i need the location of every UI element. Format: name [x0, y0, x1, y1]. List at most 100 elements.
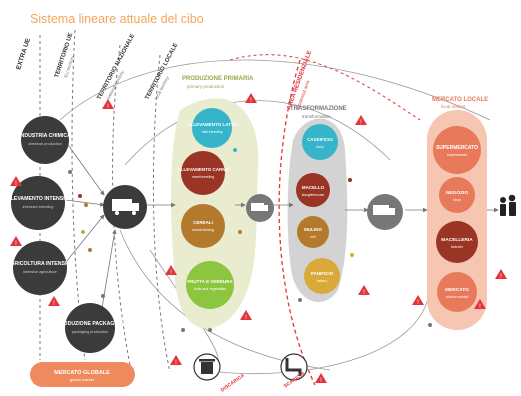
transformation-node-label: MACELLO — [302, 185, 325, 190]
source-node-livestock — [11, 176, 65, 230]
global-market-pill — [30, 362, 135, 387]
transformation-title-en: transformation — [302, 114, 331, 119]
transformation-node-label-en: bakery — [317, 279, 328, 283]
zone-line-ue — [71, 29, 86, 361]
source-label-en: intensive agriculture — [23, 270, 57, 274]
trash-bin-icon — [193, 353, 221, 381]
primary-node-fruit-veg — [186, 261, 234, 309]
warning-icon: ! — [412, 295, 424, 306]
transformation-node-bakery — [304, 258, 340, 294]
transformation-node-label: PANIFICIO — [311, 271, 334, 276]
source-node-chemical — [21, 116, 69, 164]
transformation-node-slaughterhouse — [296, 173, 330, 207]
zone-label-extra-ue: EXTRA UE — [15, 37, 32, 71]
primary-node-label-en: meat breeding — [192, 175, 214, 179]
warning-icon: ! — [165, 265, 177, 276]
svg-text:!: ! — [417, 300, 419, 306]
source-label: AGRICOLTURA INTENSIVA — [7, 261, 74, 267]
svg-text:!: ! — [15, 181, 17, 187]
primary-title-en: primary production — [187, 84, 225, 89]
transformation-title: TRASFORMAZIONE — [290, 106, 347, 112]
truck-icon — [373, 205, 389, 215]
market-node-butcher — [436, 221, 478, 263]
transformation-node-label-en: dairy — [316, 145, 324, 149]
flow-arc-red — [229, 54, 421, 121]
market-node-outdoor — [437, 272, 477, 312]
transformation-node-label-en: mill — [310, 235, 315, 239]
primary-node-label-en: fruits and vegetables — [194, 287, 227, 291]
flow-arrow — [65, 199, 105, 207]
primary-node-meat — [181, 151, 225, 195]
local-market-title: MERCATO LOCALE — [432, 97, 488, 103]
primary-title: PRODUZIONE PRIMARIA — [182, 76, 254, 82]
local-market-title-en: local market — [441, 104, 466, 109]
source-label: PRODUZIONE PACKAGING — [56, 321, 123, 327]
svg-text:!: ! — [479, 304, 481, 310]
primary-node-cereals — [181, 204, 225, 248]
source-node-packaging — [65, 303, 115, 353]
market-node-label-en: outdoor market — [446, 295, 469, 299]
source-label-en: intensive breeding — [23, 205, 54, 209]
svg-text:!: ! — [53, 301, 55, 307]
warning-icon: ! — [10, 236, 22, 247]
flow-arc — [59, 59, 491, 121]
warning-icon: ! — [170, 355, 182, 366]
truck-icon — [251, 203, 264, 211]
global-market-label-en: global market — [70, 377, 95, 382]
warning-icon: ! — [474, 299, 486, 310]
primary-node-label: CEREALI — [193, 220, 213, 225]
transformation-node-mill — [297, 216, 329, 248]
svg-text:!: ! — [320, 378, 322, 384]
diagram-title: Sistema lineare attuale del cibo — [30, 12, 204, 26]
global-market-label: MERCATO GLOBALE — [54, 370, 110, 376]
zone-line-local — [152, 54, 171, 373]
consumers-icon — [500, 194, 516, 216]
warning-icon: ! — [240, 310, 252, 321]
svg-text:!: ! — [360, 120, 362, 126]
landfill-label: DISCARICA — [220, 373, 247, 394]
transformation-node-label: CASEIFICIO — [307, 137, 333, 142]
market-node-supermarket — [433, 126, 481, 174]
truck-icon — [112, 199, 132, 211]
warning-icon: ! — [315, 373, 327, 384]
source-label: INDUSTRIA CHIMICA — [19, 133, 71, 139]
primary-node-label: FRUTTA E VERDURA — [187, 279, 233, 284]
warning-icon: ! — [355, 115, 367, 126]
warning-icon: ! — [245, 93, 257, 104]
warning-icon: ! — [495, 269, 507, 280]
warning-icon: ! — [10, 176, 22, 187]
flow-arrow — [65, 214, 105, 263]
market-node-label: NEGOZIO — [446, 190, 468, 196]
transformation-node-label-en: slaughterhouse — [302, 193, 325, 197]
market-node-label-en: butcher — [451, 245, 464, 249]
svg-text:!: ! — [15, 241, 17, 247]
svg-text:!: ! — [245, 315, 247, 321]
truck-cab-icon — [132, 203, 139, 211]
product-pictograms — [68, 148, 432, 332]
primary-node-milk — [192, 108, 232, 148]
transformation-band — [287, 118, 348, 302]
market-node-label-en: shop — [453, 198, 461, 202]
market-node-label: MERCATO — [445, 287, 469, 293]
source-label-en: chemical production — [28, 142, 62, 146]
market-node-shop — [439, 177, 475, 213]
source-label-en: packaging production — [72, 330, 108, 334]
warning-icon: ! — [358, 285, 370, 296]
pipe-icon — [280, 353, 308, 381]
svg-text:!: ! — [250, 98, 252, 104]
source-node-agriculture — [13, 241, 67, 295]
flow-arrow — [65, 141, 105, 196]
flow-arc — [219, 289, 431, 375]
svg-text:!: ! — [170, 270, 172, 276]
primary-node-label: ALLEVAMENTO CARNE — [177, 167, 228, 172]
market-node-label-en: supermarket — [447, 153, 467, 157]
primary-node-label-en: cereal farming — [192, 228, 214, 232]
svg-text:!: ! — [175, 360, 177, 366]
transformation-node-label: MULINO — [304, 227, 322, 232]
svg-text:!: ! — [107, 104, 109, 110]
svg-text:!: ! — [500, 274, 502, 280]
primary-node-label: ALLEVAMENTO LATTE — [187, 122, 236, 127]
transformation-node-dairy — [302, 124, 338, 160]
zone-line-residential — [278, 59, 316, 386]
